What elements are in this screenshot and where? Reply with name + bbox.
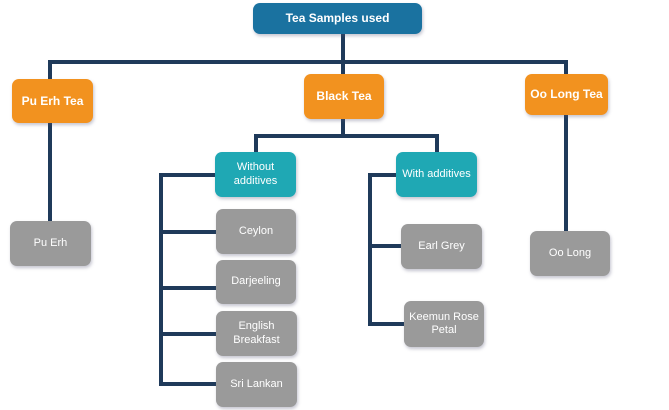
category-label: Black Tea (316, 89, 372, 104)
category-node-oo-long-tea: Oo Long Tea (525, 74, 608, 115)
connector-with-additives-spine (368, 173, 406, 326)
leaf-node-ceylon: Ceylon (216, 209, 296, 254)
category-label: Pu Erh Tea (21, 93, 84, 108)
leaf-node-pu-erh: Pu Erh (10, 221, 91, 266)
leaf-node-keemun-rose-petal: Keemun Rose Petal (404, 301, 484, 347)
leaf-node-darjeeling: Darjeeling (216, 260, 296, 304)
category-node-pu-erh-tea: Pu Erh Tea (12, 79, 93, 123)
leaf-label: Earl Grey (418, 239, 465, 252)
leaf-label: Darjeeling (231, 275, 281, 288)
subcategory-node-with-additives: With additives (396, 152, 477, 197)
category-label: Oo Long Tea (530, 87, 603, 102)
leaf-node-earl-grey: Earl Grey (401, 224, 482, 269)
leaf-label: Pu Erh (33, 236, 68, 249)
category-node-black-tea: Black Tea (304, 74, 384, 119)
connector-without-additives-spine (159, 173, 218, 386)
subcategory-label: With additives (402, 167, 471, 180)
root-node-tea-samples-used: Tea Samples used (253, 3, 422, 34)
root-node-label: Tea Samples used (285, 11, 390, 26)
leaf-label: English Breakfast (233, 320, 280, 346)
subcategory-label: Without additives (233, 161, 278, 187)
leaf-node-sri-lankan: Sri Lankan (216, 362, 297, 407)
leaf-node-oo-long: Oo Long (530, 231, 610, 276)
leaf-label: Ceylon (238, 224, 274, 237)
leaf-label: Oo Long (548, 246, 592, 259)
leaf-node-english-breakfast: English Breakfast (216, 311, 297, 356)
leaf-label: Sri Lankan (230, 377, 283, 390)
subcategory-node-without-additives: Without additives (215, 152, 296, 197)
leaf-label: Keemun Rose Petal (409, 310, 479, 336)
